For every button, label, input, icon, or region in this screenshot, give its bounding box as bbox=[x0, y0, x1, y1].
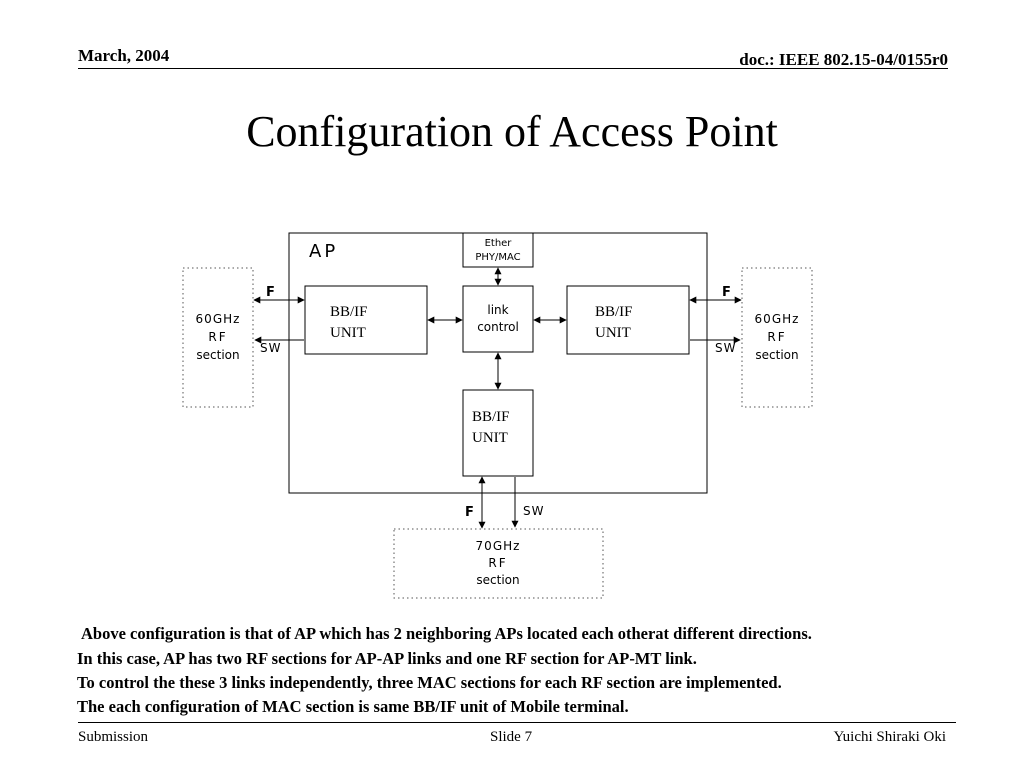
rf-section-right-box bbox=[741, 267, 813, 408]
header-date: March, 2004 bbox=[78, 46, 170, 65]
bbif-left-line1: BB/IF bbox=[330, 304, 368, 320]
rf-right-line2: RF bbox=[767, 330, 786, 344]
ap-label: AP bbox=[309, 241, 338, 262]
rf-section-left-box bbox=[182, 267, 254, 408]
description-line-2: In this case, AP has two RF sections for… bbox=[77, 649, 697, 668]
rf-left-line3: section bbox=[196, 348, 239, 362]
footer-author: Yuichi Shiraki Oki bbox=[833, 729, 947, 745]
link-control-box bbox=[462, 285, 534, 353]
bbif-unit-bottom-box bbox=[462, 389, 534, 477]
left-sw-label: SW bbox=[260, 341, 281, 355]
right-sw-label: SW bbox=[715, 341, 736, 355]
rf-right-line1: 60GHz bbox=[755, 312, 800, 326]
bbif-unit-right-box bbox=[566, 285, 690, 355]
link-control-line1: link bbox=[487, 303, 508, 317]
bbif-right-line2: UNIT bbox=[595, 325, 631, 341]
bbif-right-line1: BB/IF bbox=[595, 304, 633, 320]
rf-left-line1: 60GHz bbox=[196, 312, 241, 326]
bbif-unit-left-box bbox=[304, 285, 428, 355]
footer-submission: Submission bbox=[78, 729, 149, 745]
header-rule bbox=[78, 68, 948, 69]
ether-box-line1: Ether bbox=[485, 238, 513, 249]
bbif-bottom-line1: BB/IF bbox=[472, 409, 510, 425]
rf-bottom-line1: 70GHz bbox=[476, 539, 521, 553]
footer-rule bbox=[78, 722, 956, 723]
left-if-label: F bbox=[266, 285, 275, 300]
rf-bottom-line2: RF bbox=[488, 556, 507, 570]
bottom-sw-label: SW bbox=[523, 504, 544, 518]
ether-box-line2: PHY/MAC bbox=[475, 252, 520, 263]
header-doc-id: doc.: IEEE 802.15-04/0155r0 bbox=[739, 50, 948, 69]
description-line-4: The each configuration of MAC section is… bbox=[77, 697, 629, 716]
slide-title: Configuration of Access Point bbox=[246, 107, 778, 156]
rf-section-bottom-box bbox=[393, 528, 604, 599]
rf-bottom-line3: section bbox=[476, 573, 519, 587]
bbif-bottom-line2: UNIT bbox=[472, 430, 508, 446]
right-if-label: F bbox=[722, 285, 731, 300]
link-control-line2: control bbox=[477, 320, 519, 334]
rf-left-line2: RF bbox=[208, 330, 227, 344]
rf-right-line3: section bbox=[755, 348, 798, 362]
description-line-3: To control the these 3 links independent… bbox=[77, 673, 782, 692]
bottom-if-label: F bbox=[465, 505, 474, 520]
bbif-left-line2: UNIT bbox=[330, 325, 366, 341]
footer-slide-number: Slide 7 bbox=[490, 729, 533, 745]
ether-phy-mac-box bbox=[462, 232, 534, 268]
description-line-1: Above configuration is that of AP which … bbox=[81, 624, 812, 643]
